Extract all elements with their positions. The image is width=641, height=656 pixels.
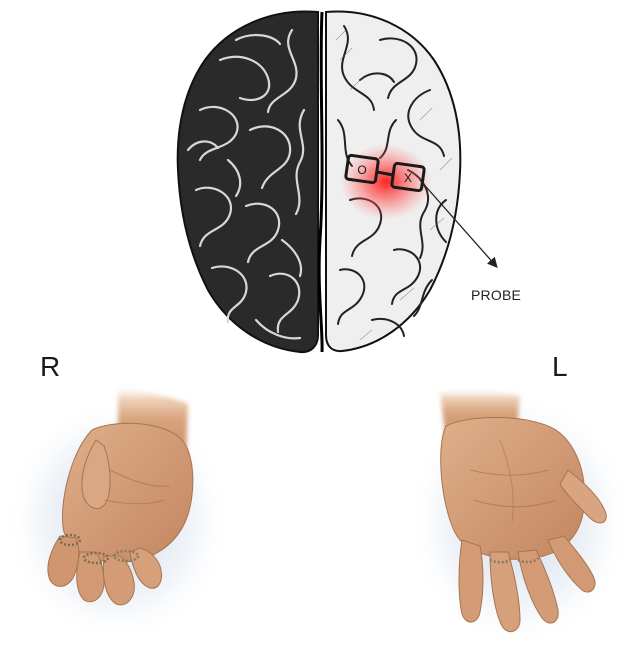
right-hand-curled-illustration (8, 388, 228, 640)
left-hand-label: L (552, 353, 568, 381)
left-hand-open-illustration (410, 390, 630, 644)
electrode-left-label: O (357, 163, 366, 177)
longitudinal-fissure (319, 12, 322, 352)
right-hand-label: R (40, 353, 60, 381)
electrode-right-label: X (404, 171, 412, 185)
probe-label: PROBE (471, 287, 521, 303)
